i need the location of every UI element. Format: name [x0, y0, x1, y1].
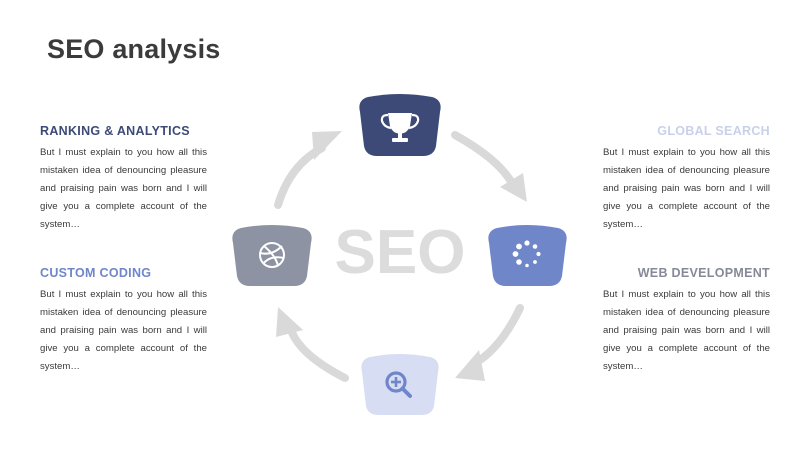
heading-ranking: RANKING & ANALYTICS: [40, 124, 190, 138]
arrow-left-top: [274, 131, 342, 209]
node-left: [232, 225, 312, 286]
center-label: SEO: [335, 218, 466, 287]
arrow-right-bottom: [455, 304, 524, 381]
text-block-web: WEB DEVELOPMENT But I must explain to yo…: [603, 266, 770, 376]
body-coding: But I must explain to you how all this m…: [40, 289, 207, 372]
text-block-ranking: RANKING & ANALYTICS But I must explain t…: [40, 124, 207, 234]
cycle-arrows: [274, 131, 527, 382]
body-web: But I must explain to you how all this m…: [603, 289, 770, 372]
loading-icon: [512, 240, 541, 268]
trophy-icon: [380, 113, 420, 142]
body-global: But I must explain to you how all this m…: [603, 147, 770, 230]
body-ranking: But I must explain to you how all this m…: [40, 147, 207, 230]
node-right: [488, 225, 567, 286]
node-bottom: [361, 354, 439, 415]
heading-global: GLOBAL SEARCH: [657, 124, 770, 138]
dribbble-icon: [259, 242, 285, 268]
heading-web: WEB DEVELOPMENT: [637, 266, 770, 280]
arrow-top-right: [451, 131, 527, 202]
zoom-in-icon: [385, 371, 412, 398]
text-block-global: GLOBAL SEARCH But I must explain to you …: [603, 124, 770, 234]
page-title: SEO analysis: [47, 34, 221, 64]
node-top: [359, 94, 441, 156]
arrow-bottom-left: [276, 307, 349, 382]
heading-coding: CUSTOM CODING: [40, 266, 152, 280]
text-block-coding: CUSTOM CODING But I must explain to you …: [40, 266, 207, 376]
